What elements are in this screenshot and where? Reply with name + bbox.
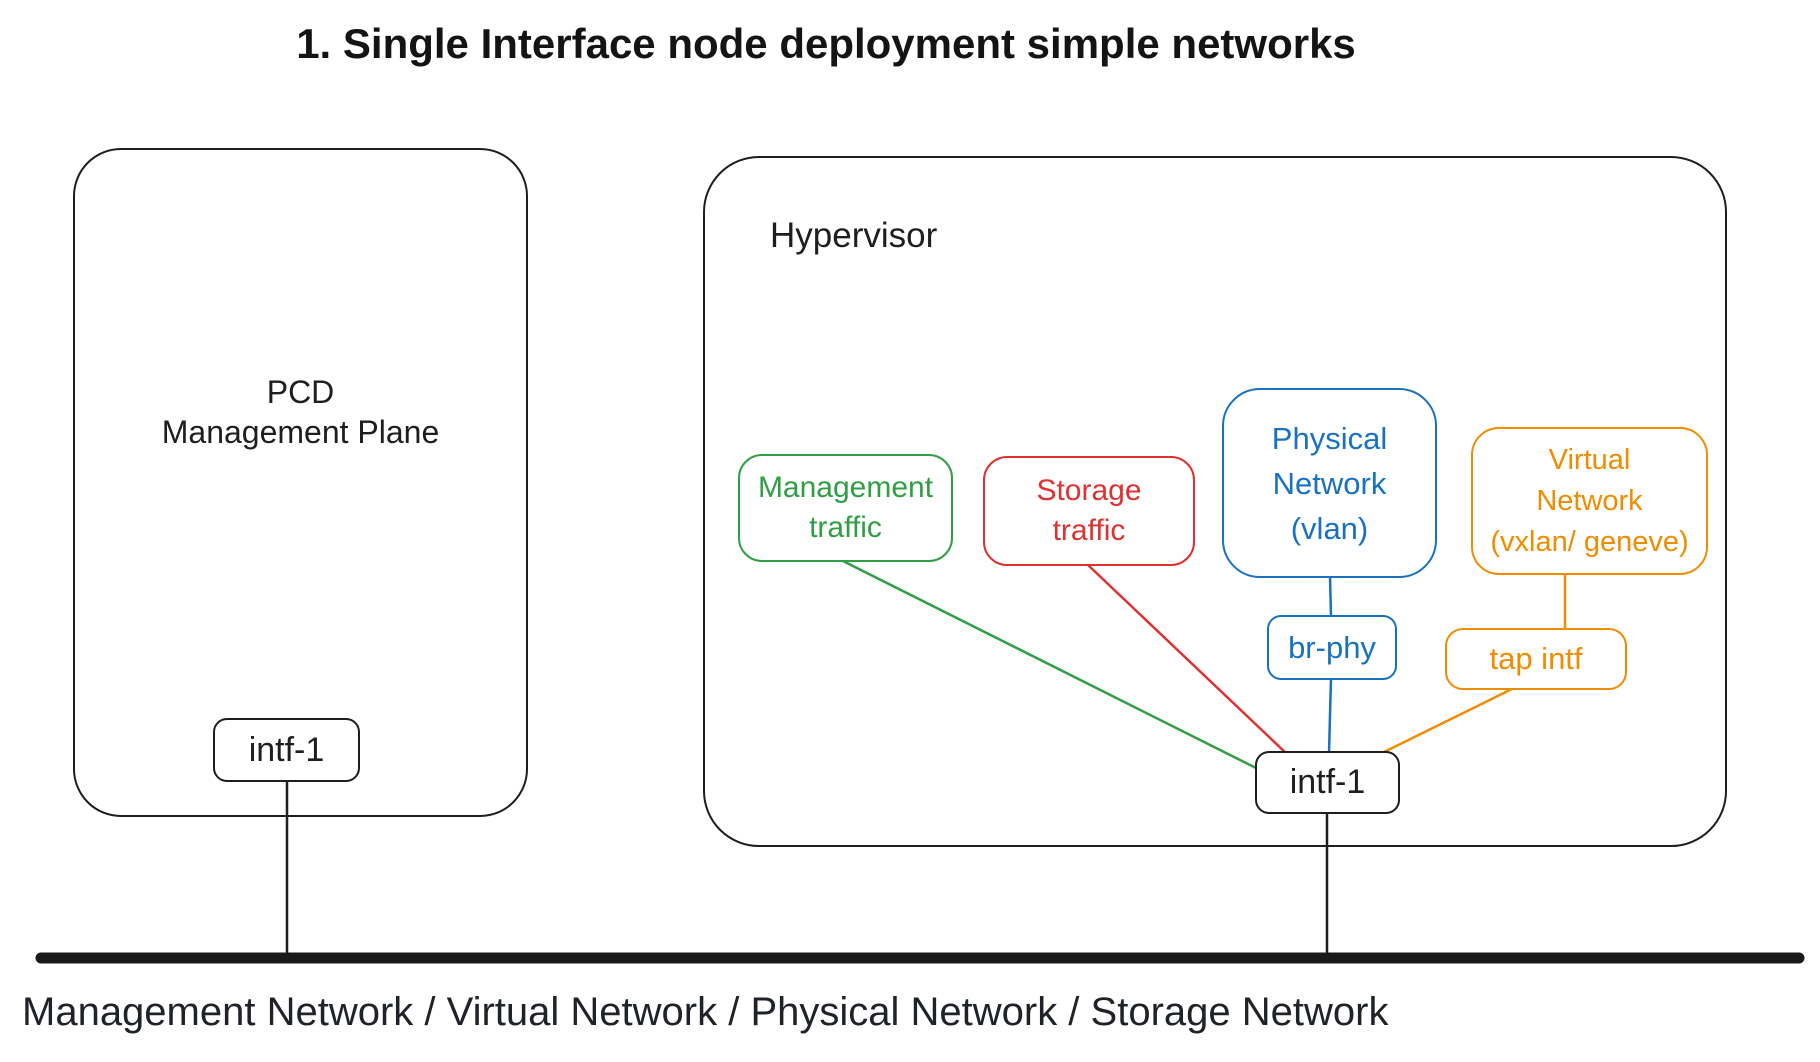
pcd-box — [73, 148, 528, 817]
storage-traffic-node: Storage traffic — [983, 456, 1195, 566]
pcd-label-line2: Management Plane — [161, 414, 440, 450]
virtual-network-node: Virtual Network (vxlan/ geneve) — [1471, 427, 1708, 575]
network-bus-label: Management Network / Virtual Network / P… — [22, 990, 1389, 1034]
hypervisor-intf-port-label: intf-1 — [1289, 763, 1366, 801]
connector-storage-to-intf — [1087, 564, 1288, 755]
diagram-title: 1. Single Interface node deployment simp… — [296, 20, 1356, 67]
pcd-intf-port-label: intf-1 — [248, 730, 325, 769]
physical-network-line1: Physical — [1271, 420, 1388, 456]
connector-brphy-to-intf — [1327, 677, 1333, 754]
virtual-network-line1: Virtual — [1548, 443, 1631, 476]
br-phy-label: br-phy — [1288, 629, 1376, 665]
connector-physical-to-brphy — [1328, 575, 1333, 618]
virtual-network-line3: (vxlan/ geneve) — [1490, 525, 1689, 558]
management-traffic-node: Management traffic — [738, 454, 953, 562]
hypervisor-box — [703, 156, 1727, 847]
pcd-intf-port: intf-1 — [213, 718, 360, 782]
tap-intf-label: tap intf — [1489, 641, 1583, 676]
br-phy-node: br-phy — [1267, 615, 1397, 680]
physical-network-node: Physical Network (vlan) — [1222, 388, 1437, 578]
connector-management-to-intf — [842, 559, 1261, 772]
physical-network-line3: (vlan) — [1290, 510, 1369, 546]
hypervisor-label: Hypervisor — [770, 216, 938, 255]
virtual-network-line2: Network — [1536, 484, 1643, 517]
storage-traffic-line2: traffic — [1052, 514, 1126, 547]
pcd-label-line1: PCD — [266, 374, 335, 410]
management-traffic-line1: Management — [757, 471, 934, 504]
hypervisor-intf-port: intf-1 — [1255, 751, 1400, 814]
pcd-label: PCD Management Plane — [73, 372, 528, 452]
management-traffic-line2: traffic — [809, 511, 882, 544]
physical-network-line2: Network — [1272, 465, 1387, 501]
storage-traffic-line1: Storage — [1036, 474, 1142, 507]
connector-tapintf-to-intf — [1383, 686, 1515, 754]
tap-intf-node: tap intf — [1445, 628, 1627, 690]
